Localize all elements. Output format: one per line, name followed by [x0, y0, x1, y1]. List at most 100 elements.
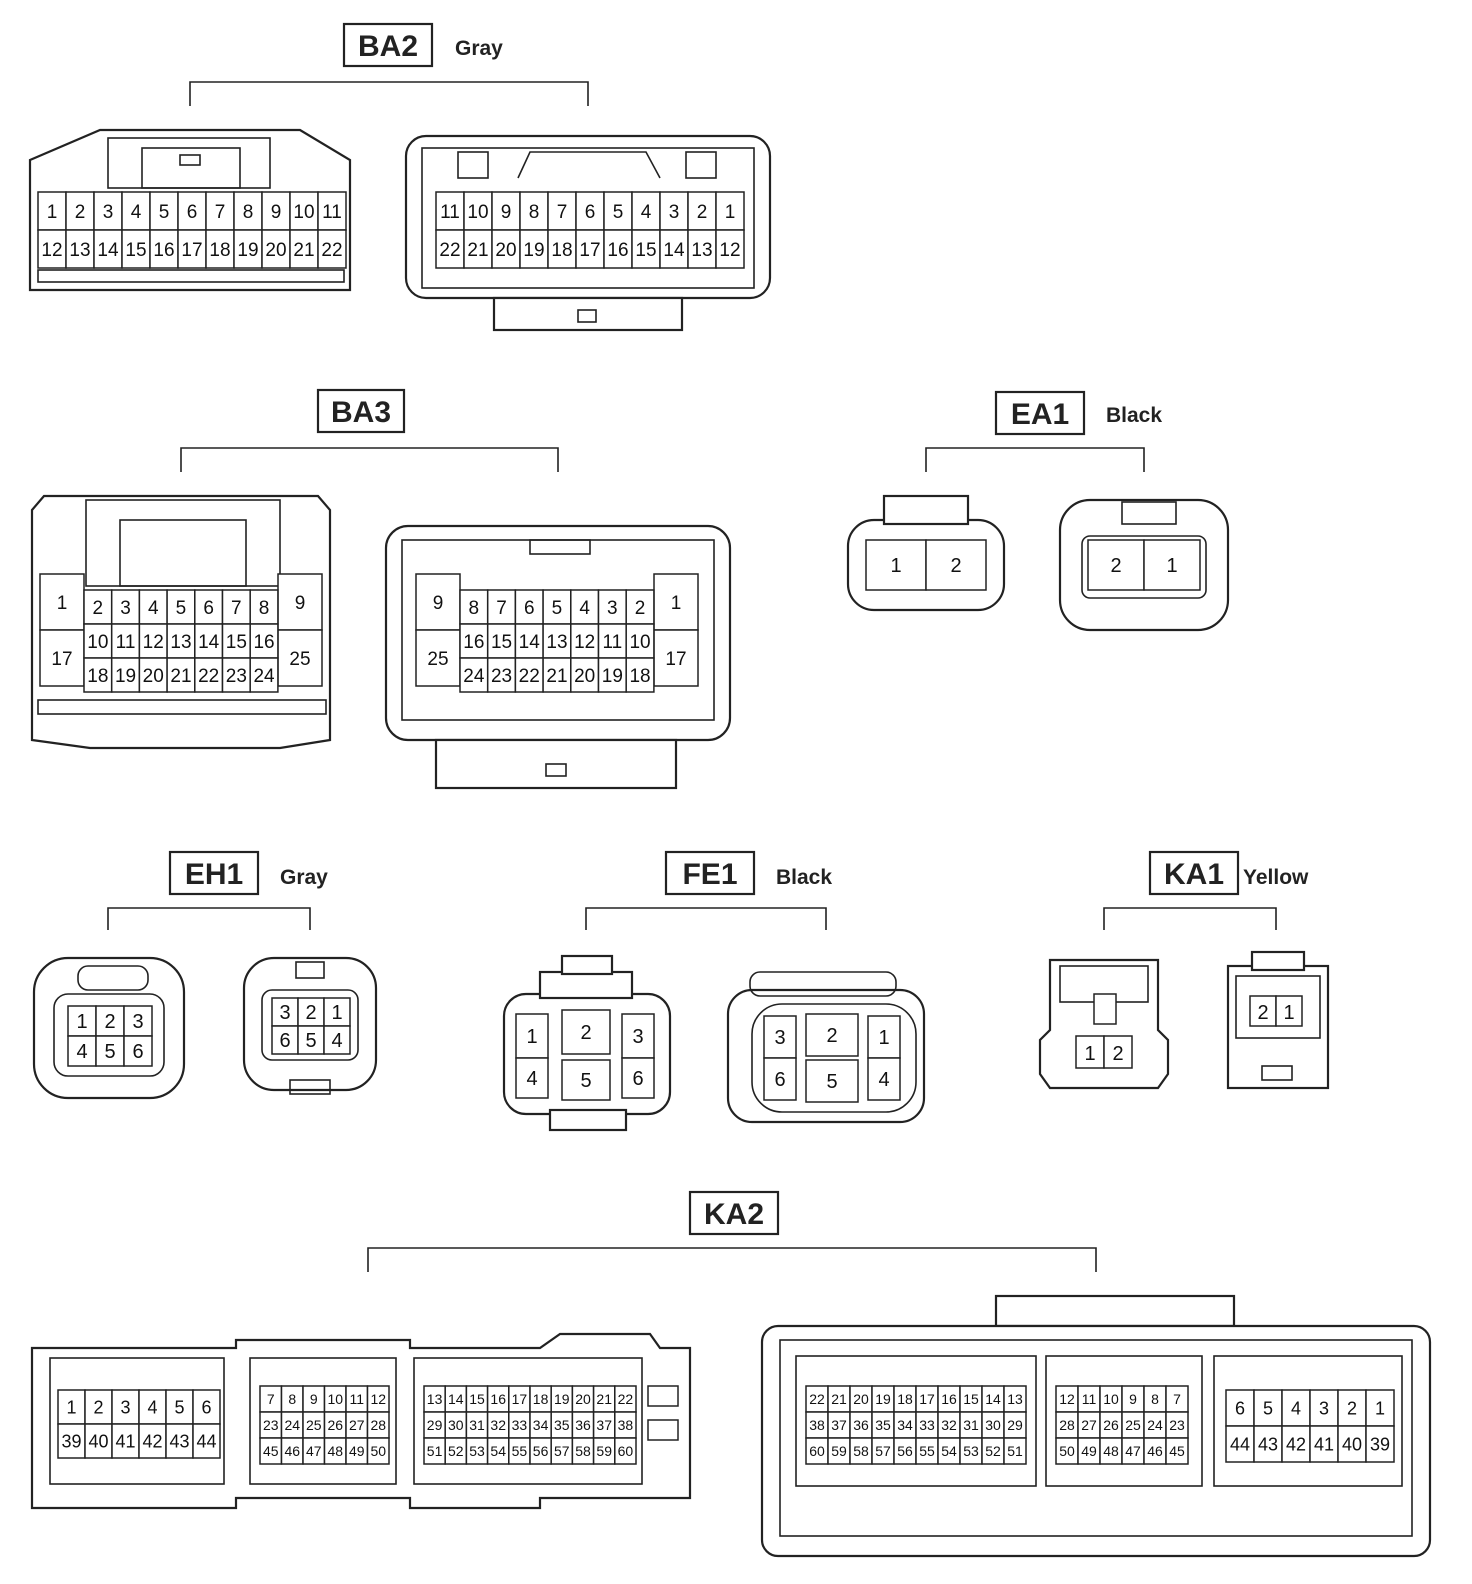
pin-11-cavity [110, 623, 141, 659]
pin-3: 3 [1319, 1398, 1329, 1418]
pin-22: 22 [439, 240, 460, 261]
pin-39-cavity [57, 1423, 86, 1459]
pin-23-cavity [486, 657, 517, 693]
pin-19-cavity [597, 657, 627, 693]
pin-7: 7 [496, 598, 507, 619]
pin-4: 4 [526, 1068, 537, 1090]
pin-1: 1 [725, 202, 736, 223]
pin-3: 3 [120, 1397, 130, 1417]
pin-4: 4 [131, 202, 142, 223]
pin-42: 42 [142, 1431, 162, 1451]
pin-13: 13 [170, 632, 191, 653]
pin-19-cavity [233, 229, 263, 269]
pin-49: 49 [349, 1443, 365, 1459]
pin-6-cavity [763, 1057, 797, 1101]
pin-6-cavity [177, 191, 207, 231]
pin-3: 3 [103, 202, 114, 223]
pin-9: 9 [501, 202, 512, 223]
pin-19: 19 [237, 240, 258, 261]
pin-6-cavity [1225, 1389, 1255, 1427]
pin-10: 10 [87, 632, 108, 653]
pin-40-cavity [1337, 1425, 1367, 1463]
pin-6: 6 [774, 1069, 785, 1091]
pin-2: 2 [697, 202, 708, 223]
pin-12-cavity [138, 623, 168, 659]
pin-35: 35 [875, 1417, 891, 1433]
pin-6-cavity [194, 589, 224, 625]
pin-4-cavity [515, 1057, 549, 1099]
pin-53: 53 [469, 1443, 485, 1459]
pin-44: 44 [196, 1431, 216, 1451]
ea1-left-cavity-2 [925, 539, 987, 591]
pin-2-cavity [805, 1013, 859, 1057]
eh1-left-latch [77, 965, 149, 991]
pin-44-cavity [1225, 1425, 1255, 1463]
pin-2: 2 [93, 598, 104, 619]
pin-1: 1 [526, 1026, 537, 1048]
pin-8-cavity [249, 589, 279, 625]
pin-23: 23 [226, 666, 247, 687]
ka2-left-key-1 [647, 1385, 679, 1407]
pin-5-cavity [149, 191, 179, 231]
pin-5: 5 [176, 598, 187, 619]
pin-7-cavity [205, 191, 235, 231]
ka1-left-lock [1093, 993, 1117, 1025]
pin-36: 36 [853, 1417, 869, 1433]
pin-1: 1 [671, 593, 682, 614]
pin-25-cavity [415, 629, 461, 687]
pin-17: 17 [51, 649, 72, 670]
pin-42-cavity [138, 1423, 167, 1459]
ka2-left-block-c [413, 1357, 643, 1485]
pin-22: 22 [321, 240, 342, 261]
pin-3-cavity [110, 589, 141, 625]
pin-11: 11 [349, 1391, 364, 1407]
pin-6: 6 [279, 1030, 290, 1052]
pin-2: 2 [1347, 1398, 1357, 1418]
pin-4: 4 [76, 1041, 87, 1063]
pin-37: 37 [596, 1417, 612, 1433]
pin-10: 10 [327, 1391, 343, 1407]
pin-59: 59 [596, 1443, 612, 1459]
pin-11: 11 [440, 202, 460, 223]
pin-20: 20 [143, 666, 164, 687]
ka2-right-inner [779, 1339, 1413, 1537]
pin-15-cavity [121, 229, 151, 269]
pin-41-cavity [111, 1423, 140, 1459]
pin-18: 18 [209, 240, 230, 261]
pin-23: 23 [263, 1417, 279, 1433]
pin-2-cavity [625, 589, 655, 625]
ba3-label-box [316, 388, 406, 434]
pin-10: 10 [293, 202, 314, 223]
pin-5: 5 [613, 202, 624, 223]
eh1-bracket [107, 907, 311, 930]
pin-34: 34 [897, 1417, 913, 1433]
ka1-left-pin-2: 2 [1112, 1043, 1123, 1065]
pin-12: 12 [143, 632, 164, 653]
pin-21-cavity [542, 657, 572, 693]
pin-3: 3 [669, 202, 680, 223]
pin-43: 43 [1258, 1434, 1278, 1454]
ka1-right-inner [1235, 975, 1321, 1039]
pin-5-cavity [166, 589, 196, 625]
fe1-right-inner [751, 1003, 917, 1113]
ba2-right-foot-lock [577, 309, 597, 323]
pin-30: 30 [985, 1417, 1001, 1433]
pin-24: 24 [1147, 1417, 1163, 1433]
ka1-code: KA1 [1164, 858, 1224, 891]
pin-43-cavity [165, 1423, 194, 1459]
pin-10: 10 [1103, 1391, 1119, 1407]
fe1-bracket [585, 907, 827, 930]
pin-13: 13 [546, 632, 567, 653]
pin-10-cavity [625, 623, 655, 659]
ka2-left-block-b [249, 1357, 397, 1485]
ba3-bracket [180, 447, 559, 472]
ea1-left-pin-1: 1 [890, 555, 901, 577]
pin-19: 19 [523, 240, 544, 261]
pin-6-cavity [621, 1057, 655, 1099]
pin-1-cavity [515, 1013, 549, 1059]
pin-3-cavity [621, 1013, 655, 1059]
pin-18: 18 [551, 240, 572, 261]
